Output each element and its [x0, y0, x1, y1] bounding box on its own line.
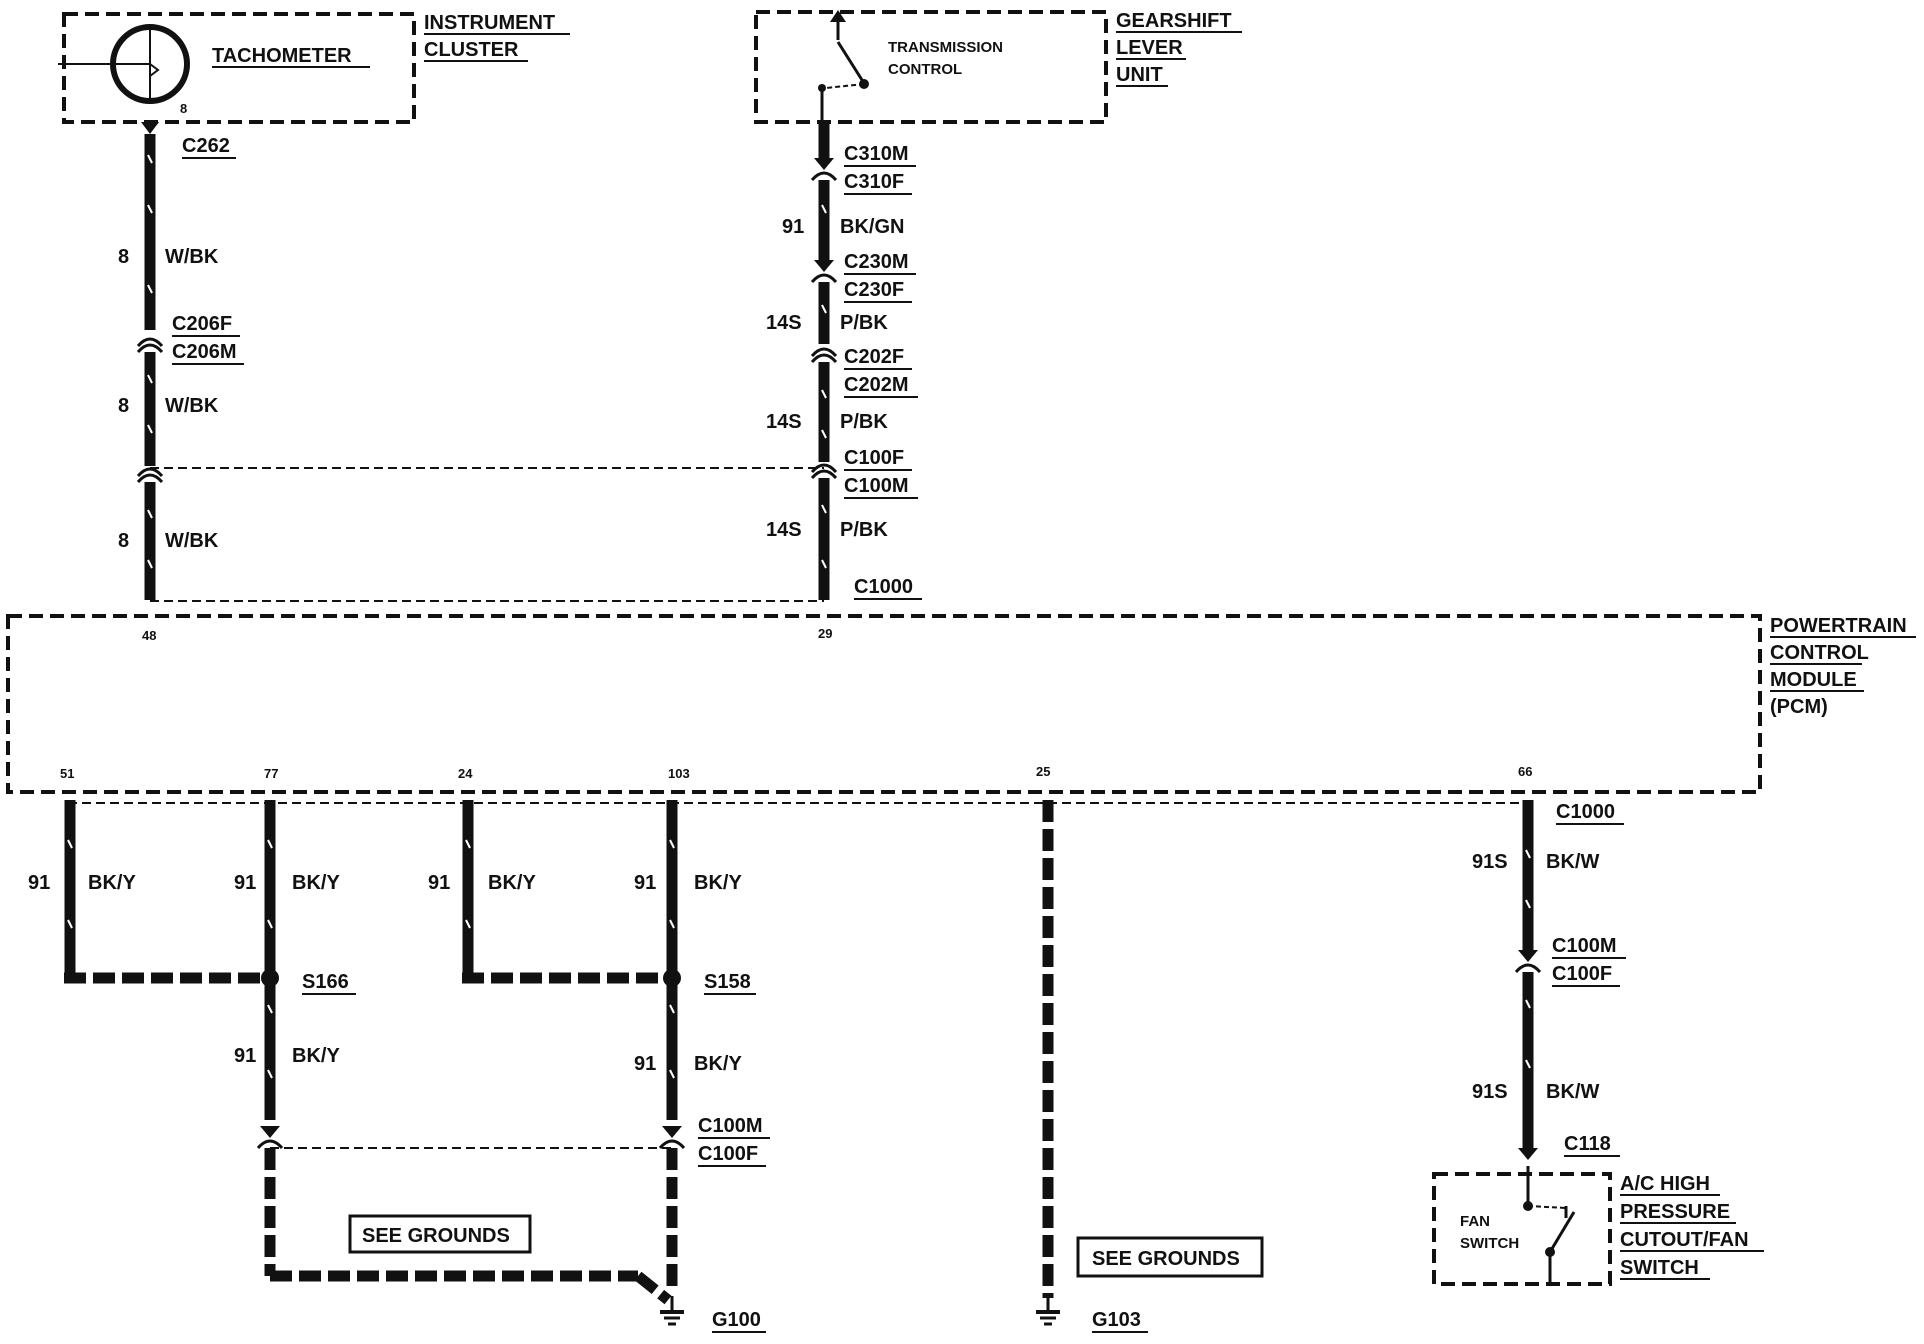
ac-wire-1-circuit: 91S — [1472, 851, 1508, 873]
gearshift-label-1: GEARSHIFT — [1116, 10, 1232, 32]
g100-label: G100 — [712, 1309, 761, 1331]
pin-25-label: 25 — [1036, 764, 1050, 779]
tach-wire-1-circuit: 8 — [118, 246, 129, 268]
pcm-label-1: POWERTRAIN — [1770, 615, 1907, 637]
tach-pin-label: 8 — [180, 101, 187, 116]
ac-switch-label-2: PRESSURE — [1620, 1201, 1730, 1223]
c1000-top-label: C1000 — [854, 576, 913, 598]
c230f-label: C230F — [844, 279, 904, 301]
gnd-s158-circuit: 91 — [634, 1053, 656, 1075]
g103-wire — [1036, 800, 1060, 1326]
gnd-51-circuit: 91 — [28, 872, 50, 894]
ac-switch-label-3: CUTOUT/FAN — [1620, 1229, 1749, 1251]
tach-wire-3-color: W/BK — [165, 530, 219, 552]
c118-label: C118 — [1564, 1133, 1611, 1155]
gnd-77-circuit: 91 — [234, 872, 256, 894]
instrument-cluster: TACHOMETER INSTRUMENT CLUSTER 8 — [58, 12, 570, 124]
tach-wire-2-color: W/BK — [165, 395, 219, 417]
instrument-cluster-label-2: CLUSTER — [424, 39, 519, 61]
transmission-control-label-1: TRANSMISSION — [888, 39, 1003, 56]
see-grounds-box-left[interactable]: SEE GROUNDS — [348, 1214, 532, 1254]
tach-wire-3-circuit: 8 — [118, 530, 129, 552]
tachometer-label: TACHOMETER — [212, 45, 352, 67]
trans-wire — [810, 122, 838, 600]
ground-wires-s166 — [64, 800, 672, 1305]
ac-switch-wire — [1514, 800, 1542, 1160]
gnd-24-color: BK/Y — [488, 872, 536, 894]
g103-label: G103 — [1092, 1309, 1141, 1331]
c100m-mid-label: C100M — [698, 1115, 762, 1137]
transmission-control-label-2: CONTROL — [888, 61, 962, 78]
tach-wire-2-circuit: 8 — [118, 395, 129, 417]
trans-wire-3-circuit: 14S — [766, 411, 802, 433]
see-grounds-right-label: SEE GROUNDS — [1092, 1248, 1240, 1270]
tach-wire — [136, 122, 164, 600]
c206f-label: C206F — [172, 313, 232, 335]
trans-wire-3-color: P/BK — [840, 411, 888, 433]
c100f-right-label: C100F — [1552, 963, 1612, 985]
pcm-label-4: (PCM) — [1770, 696, 1828, 718]
gnd-77-color: BK/Y — [292, 872, 340, 894]
ac-wire-2-circuit: 91S — [1472, 1081, 1508, 1103]
pin-77-label: 77 — [264, 766, 278, 781]
trans-wire-4-circuit: 14S — [766, 519, 802, 541]
pin-29-label: 29 — [818, 626, 832, 641]
pcm-module: POWERTRAIN CONTROL MODULE (PCM) 48 29 51… — [6, 614, 1916, 794]
c100m-top-label: C100M — [844, 475, 908, 497]
instrument-cluster-label-1: INSTRUMENT — [424, 12, 555, 34]
c310m-label: C310M — [844, 143, 908, 165]
c100m-right-label: C100M — [1552, 935, 1616, 957]
gearshift-label-3: UNIT — [1116, 64, 1163, 86]
trans-wire-1-circuit: 91 — [782, 216, 804, 238]
pin-103-label: 103 — [668, 766, 690, 781]
ac-wire-2-color: BK/W — [1546, 1081, 1599, 1103]
trans-wire-1-color: BK/GN — [840, 216, 904, 238]
gnd-103-circuit: 91 — [634, 872, 656, 894]
see-grounds-box-right[interactable]: SEE GROUNDS — [1076, 1236, 1264, 1278]
pcm-label-3: MODULE — [1770, 669, 1857, 691]
c262-label: C262 — [182, 135, 230, 157]
c100f-mid-label: C100F — [698, 1143, 758, 1165]
s158-label: S158 — [704, 971, 751, 993]
gnd-24-circuit: 91 — [428, 872, 450, 894]
pin-48-label: 48 — [142, 628, 156, 643]
c310f-label: C310F — [844, 171, 904, 193]
trans-wire-2-circuit: 14S — [766, 312, 802, 334]
tach-wire-1-color: W/BK — [165, 246, 219, 268]
c100f-top-label: C100F — [844, 447, 904, 469]
fan-switch-label-1: FAN — [1460, 1213, 1490, 1230]
gnd-s166-color: BK/Y — [292, 1045, 340, 1067]
pin-66-label: 66 — [1518, 764, 1532, 779]
trans-wire-2-color: P/BK — [840, 312, 888, 334]
gearshift-label-2: LEVER — [1116, 37, 1183, 59]
trans-wire-4-color: P/BK — [840, 519, 888, 541]
c206m-label: C206M — [172, 341, 236, 363]
c1000-right-label: C1000 — [1556, 801, 1615, 823]
gnd-s158-color: BK/Y — [694, 1053, 742, 1075]
gnd-103-color: BK/Y — [694, 872, 742, 894]
ac-switch-label-4: SWITCH — [1620, 1257, 1699, 1279]
pcm-label-2: CONTROL — [1770, 642, 1869, 664]
ground-symbol-g100 — [660, 1296, 684, 1326]
fan-switch-label-2: SWITCH — [1460, 1235, 1519, 1252]
ground-wires-s158 — [462, 800, 686, 1290]
c202m-label: C202M — [844, 374, 908, 396]
pin-51-label: 51 — [60, 766, 74, 781]
pin-24-label: 24 — [458, 766, 473, 781]
c230m-label: C230M — [844, 251, 908, 273]
ac-switch-component: FAN SWITCH A/C HIGH PRESSURE CUTOUT/FAN … — [1432, 1166, 1764, 1286]
ac-switch-label-1: A/C HIGH — [1620, 1173, 1710, 1195]
c202f-label: C202F — [844, 346, 904, 368]
gnd-51-color: BK/Y — [88, 872, 136, 894]
gnd-s166-circuit: 91 — [234, 1045, 256, 1067]
gearshift-lever-unit: TRANSMISSION CONTROL GEARSHIFT LEVER UNI… — [754, 10, 1242, 124]
see-grounds-left-label: SEE GROUNDS — [362, 1225, 510, 1247]
ac-wire-1-color: BK/W — [1546, 851, 1599, 873]
s166-label: S166 — [302, 971, 349, 993]
